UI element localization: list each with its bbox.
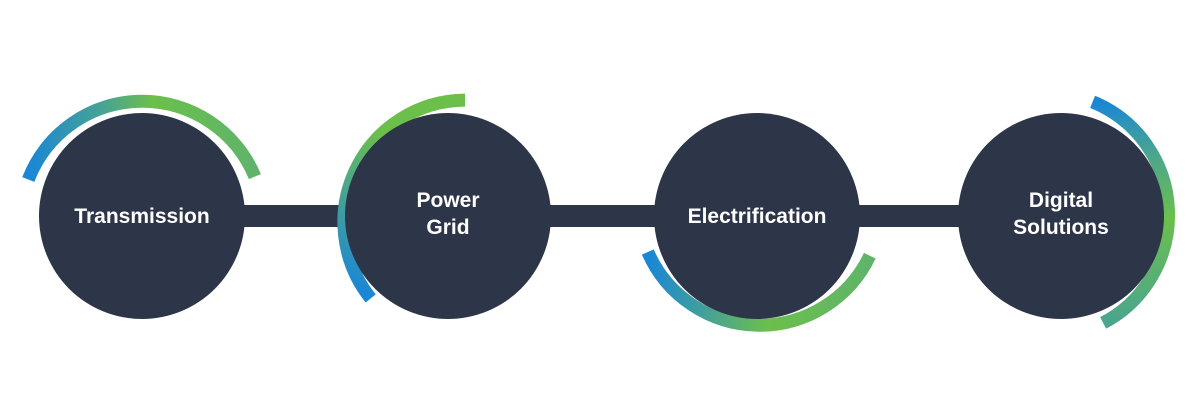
node-label-line-2: Grid	[426, 216, 469, 239]
arc-electrification	[641, 249, 876, 332]
node-circle	[39, 113, 245, 319]
arc-digital-solutions	[1090, 95, 1176, 329]
arc-transmission	[22, 94, 261, 182]
node-label-line-1: Digital	[1029, 189, 1093, 212]
node-digital-solutions: Digital Solutions	[958, 113, 1164, 319]
node-circle	[345, 113, 551, 319]
node-label: Electrification	[688, 205, 827, 228]
node-label: Transmission	[74, 205, 209, 228]
arc-power-grid	[337, 93, 466, 303]
node-power-grid: Power Grid	[345, 113, 551, 319]
node-transmission: Transmission	[39, 113, 245, 319]
connector-line	[140, 205, 1060, 227]
node-label-line-1: Power	[416, 189, 479, 212]
node-circle	[958, 113, 1164, 319]
node-electrification: Electrification	[654, 113, 860, 319]
node-label-line-2: Solutions	[1013, 216, 1109, 239]
node-circle	[654, 113, 860, 319]
